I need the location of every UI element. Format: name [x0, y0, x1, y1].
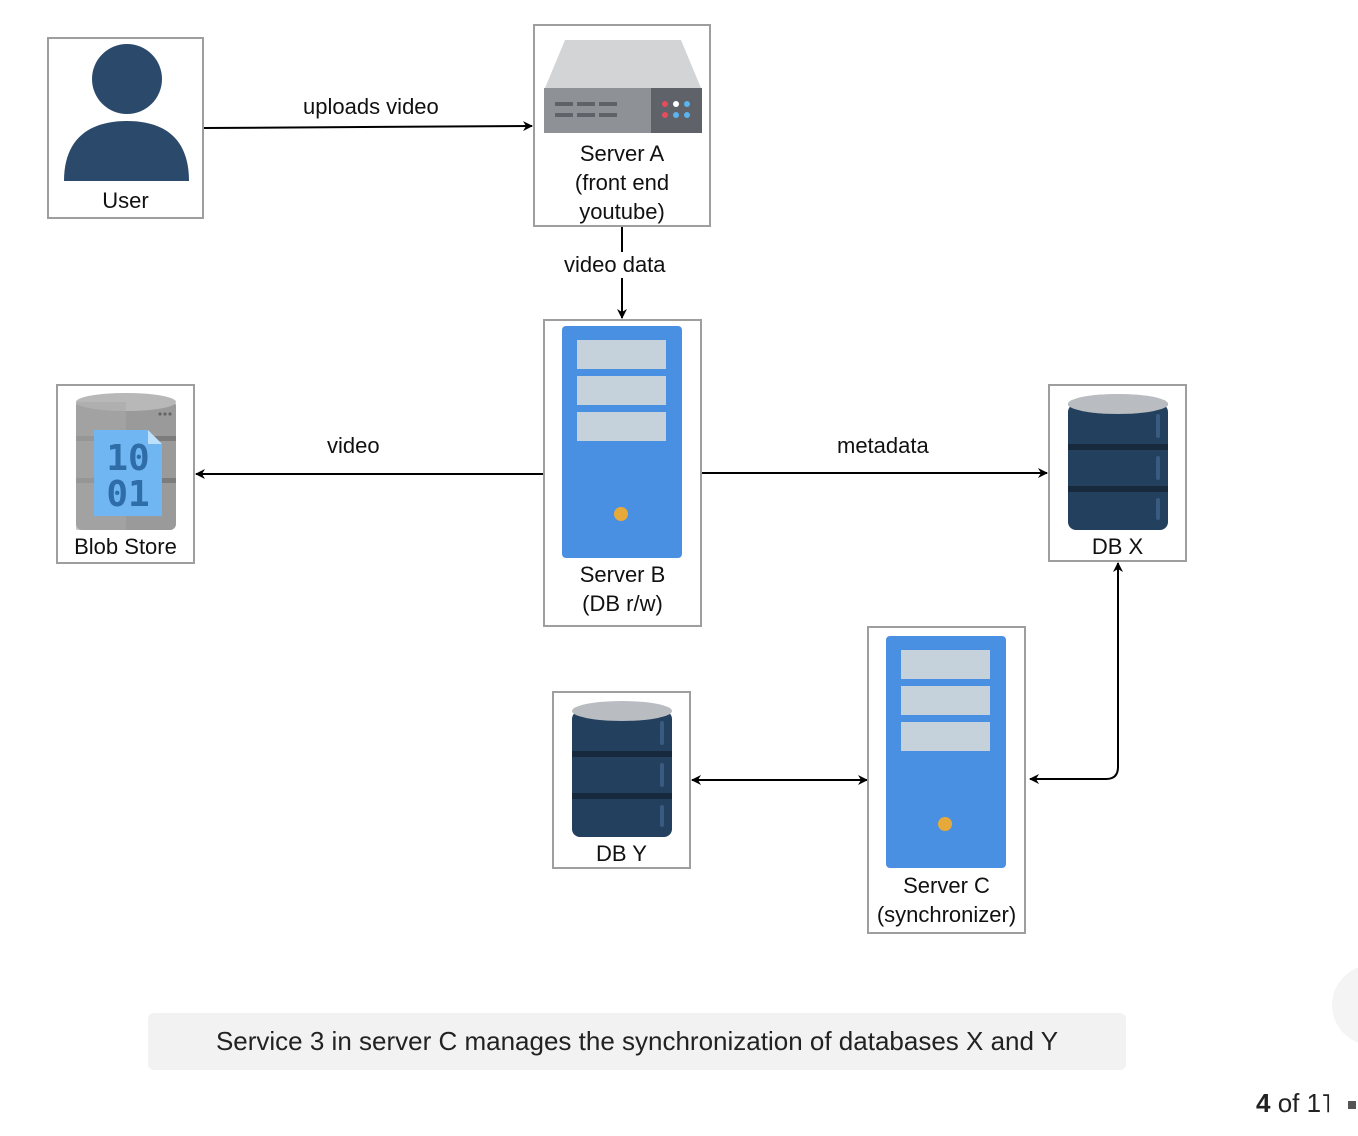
- database-icon: [1068, 394, 1168, 530]
- pager-separator: of: [1277, 1088, 1300, 1118]
- blob-storage-icon: 10 01: [76, 393, 176, 530]
- node-blob-store[interactable]: 10 01 Blob Store: [56, 384, 195, 564]
- edge-server-c-db-x: [1029, 562, 1123, 784]
- node-server-a[interactable]: Server A (front end youtube): [533, 24, 711, 227]
- server-b-label-line1: Server B: [579, 562, 666, 587]
- node-user[interactable]: User: [47, 37, 204, 219]
- blob-store-label: Blob Store: [74, 534, 177, 559]
- slide-pager: 4 of 1˥: [1256, 1088, 1331, 1119]
- database-icon: [572, 701, 672, 837]
- edge-user-to-server-a: [203, 121, 533, 132]
- pager-total: 1˥: [1306, 1088, 1332, 1118]
- server-b-label-line2: (DB r/w): [582, 591, 663, 616]
- edge-label-video-data: video data: [563, 252, 667, 278]
- node-server-c[interactable]: Server C (synchronizer): [867, 626, 1026, 934]
- server-tower-icon: [886, 636, 1006, 868]
- server-c-label-line1: Server C: [903, 873, 990, 898]
- slide-caption: Service 3 in server C manages the synchr…: [148, 1013, 1126, 1070]
- pager-current: 4: [1256, 1088, 1271, 1118]
- user-icon: [64, 44, 189, 181]
- server-a-label-line3: youtube): [579, 199, 665, 224]
- db-y-label: DB Y: [596, 841, 647, 866]
- edge-label-metadata: metadata: [837, 433, 929, 458]
- server-a-label-line1: Server A: [579, 141, 665, 166]
- blob-bits-bottom: 01: [106, 474, 149, 515]
- db-x-label: DB X: [1091, 534, 1144, 559]
- rack-server-icon: [544, 40, 702, 133]
- blob-bits-top: 10: [106, 438, 149, 479]
- edge-label-video: video: [327, 433, 380, 458]
- pager-menu-icon[interactable]: [1348, 1101, 1356, 1109]
- edge-label-uploads-video: uploads video: [303, 94, 439, 119]
- node-db-x[interactable]: DB X: [1048, 384, 1187, 562]
- server-a-label-line2: (front end: [574, 170, 670, 195]
- user-label: User: [102, 188, 149, 213]
- server-tower-icon: [562, 326, 682, 558]
- server-c-label-line2: (synchronizer): [876, 902, 1017, 927]
- node-db-y[interactable]: DB Y: [552, 691, 691, 869]
- node-server-b[interactable]: Server B (DB r/w): [543, 319, 702, 627]
